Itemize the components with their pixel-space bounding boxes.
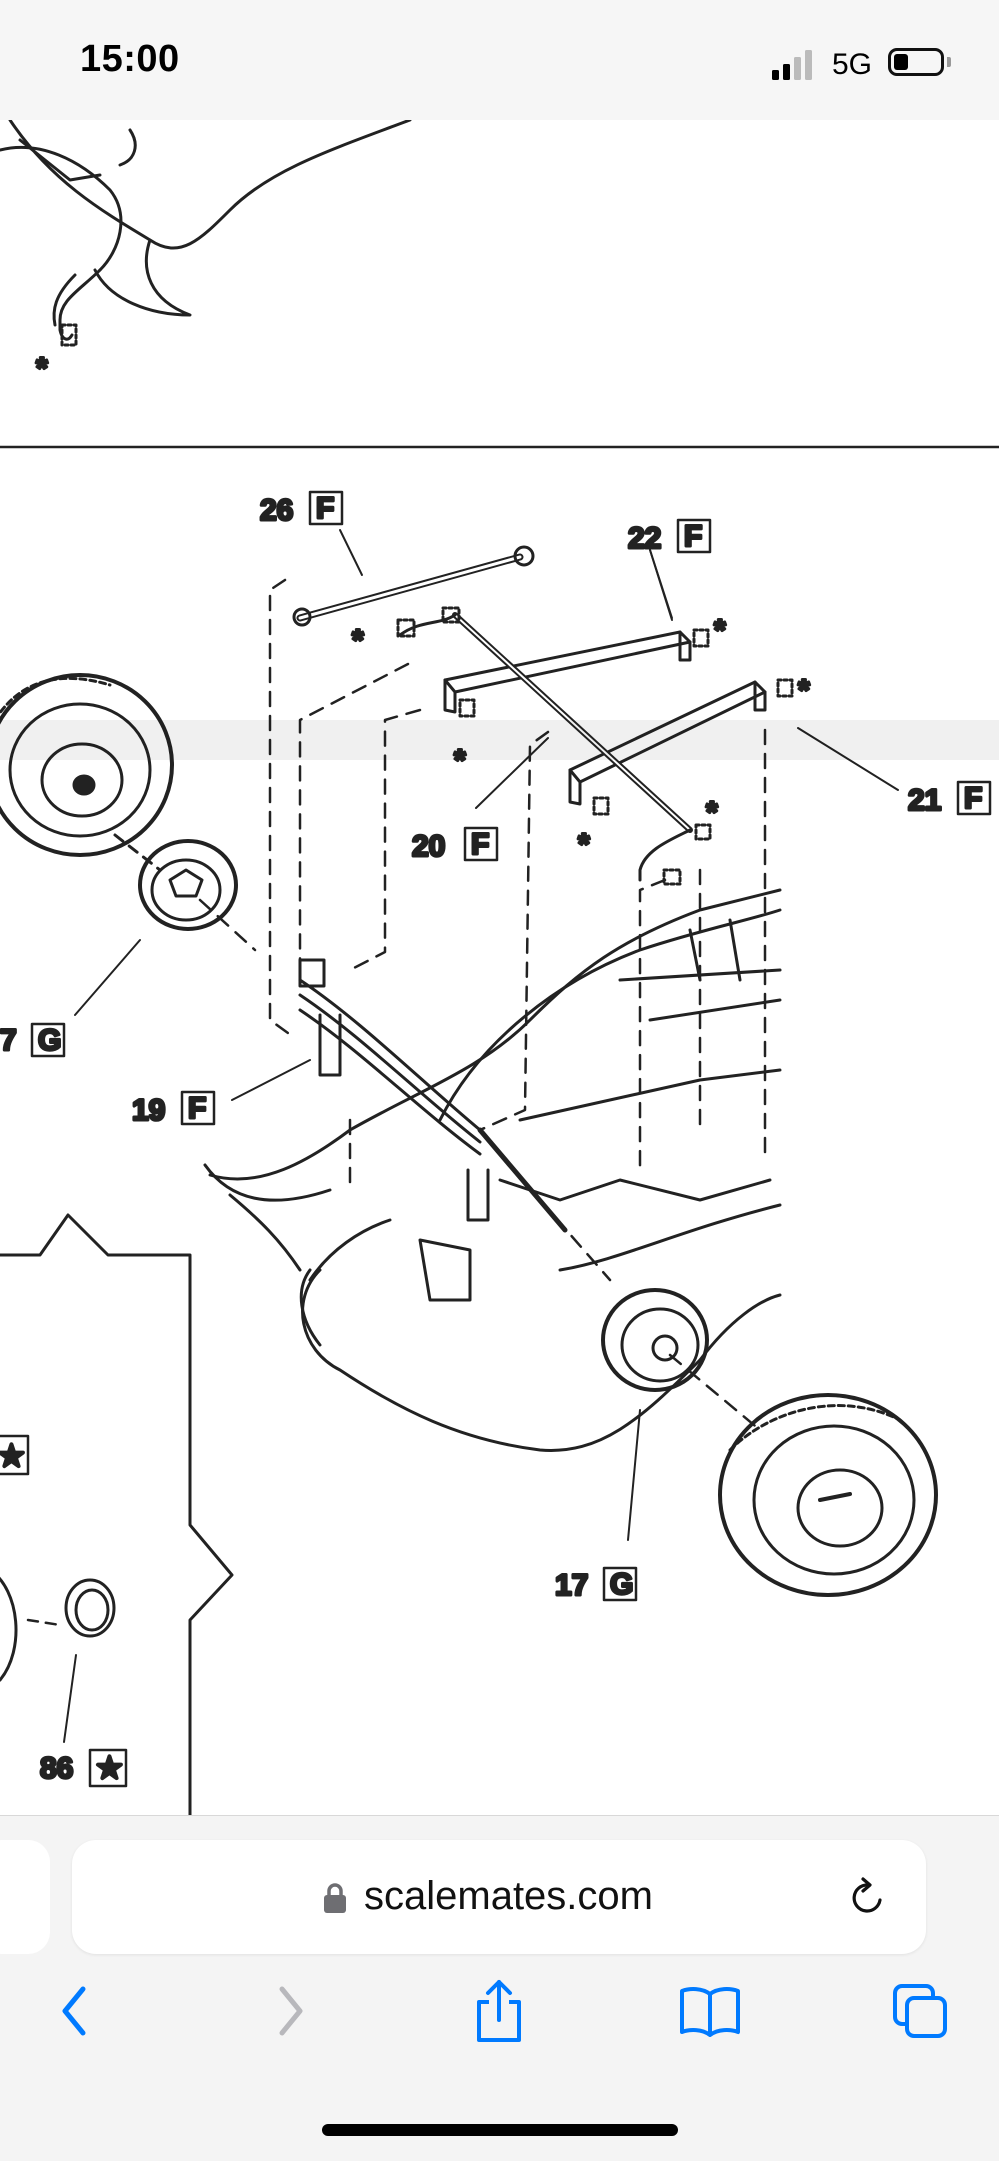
asterisk: * bbox=[352, 624, 364, 657]
star-box-left-letter: ★ bbox=[0, 1440, 25, 1473]
reload-icon[interactable] bbox=[846, 1876, 890, 1920]
tabs-button[interactable] bbox=[886, 1976, 956, 2046]
right-wheel-tire bbox=[718, 1393, 938, 1597]
bookmarks-button[interactable] bbox=[675, 1976, 745, 2046]
book-icon bbox=[680, 1987, 740, 2037]
callout-17-left-number: 7 bbox=[0, 1024, 17, 1057]
inset-panel bbox=[0, 1213, 234, 1815]
previous-step-fragment bbox=[0, 120, 412, 347]
tabs-icon bbox=[893, 1984, 947, 2038]
back-button[interactable] bbox=[40, 1976, 110, 2046]
part-19-leaf-spring bbox=[298, 958, 568, 1233]
status-bar: 15:00 5G bbox=[0, 0, 999, 120]
assembly-diagram: * 7 G 26 F 22 F bbox=[0, 120, 999, 1815]
callout-17-left-letter: G bbox=[38, 1024, 61, 1057]
share-icon bbox=[477, 1980, 521, 2042]
browser-toolbar: scalemates.com bbox=[0, 1815, 999, 2161]
asterisk: * bbox=[706, 796, 718, 829]
callout-20-letter: F bbox=[471, 828, 489, 861]
callout-26-letter: F bbox=[316, 492, 334, 525]
callout-86-letter: ★ bbox=[96, 1752, 123, 1785]
share-button[interactable] bbox=[464, 1976, 534, 2046]
callout-21-number: 21 bbox=[908, 784, 941, 817]
paper-crease bbox=[0, 720, 999, 760]
part-22-crossmember bbox=[443, 628, 710, 718]
callout-19-letter: F bbox=[188, 1092, 206, 1125]
callout-26-number: 26 bbox=[260, 494, 293, 527]
battery-icon bbox=[888, 48, 944, 76]
chevron-left-icon bbox=[62, 1986, 86, 2036]
part-20-steering-link bbox=[396, 606, 712, 886]
signal-bars-icon bbox=[772, 50, 812, 80]
callout-21-letter: F bbox=[964, 782, 982, 815]
part-26-tie-rod bbox=[292, 545, 535, 627]
star-box-left bbox=[0, 1434, 30, 1476]
asterisk: * bbox=[798, 674, 810, 707]
address-bar[interactable]: scalemates.com bbox=[72, 1840, 926, 1954]
assembly-guide-lines bbox=[198, 578, 767, 1432]
right-wheel-hub bbox=[601, 1288, 709, 1392]
home-indicator[interactable] bbox=[322, 2124, 678, 2136]
callout-19-number: 19 bbox=[132, 1094, 165, 1127]
callout-22-letter: F bbox=[684, 520, 702, 553]
asterisk: * bbox=[454, 744, 466, 777]
lock-icon bbox=[324, 1883, 346, 1913]
url-text[interactable]: scalemates.com bbox=[364, 1874, 653, 1918]
callout-22-number: 22 bbox=[628, 522, 661, 555]
callout-17-right-number: 17 bbox=[555, 1569, 588, 1602]
battery-tip bbox=[947, 57, 951, 67]
inset-wheel-fragment bbox=[0, 1577, 18, 1682]
callout-86-number: 86 bbox=[40, 1752, 73, 1785]
web-content[interactable]: * 7 G 26 F 22 F bbox=[0, 120, 999, 1815]
network-type: 5G bbox=[832, 48, 873, 81]
part-21-crossmember bbox=[568, 678, 794, 816]
asterisk: * bbox=[578, 828, 590, 861]
forward-button[interactable] bbox=[255, 1976, 325, 2046]
leader bbox=[113, 833, 162, 872]
left-wheel-tire bbox=[0, 673, 174, 857]
part-86-hubcap bbox=[64, 1578, 116, 1638]
left-wheel-hub bbox=[138, 839, 238, 931]
asterisk: * bbox=[714, 614, 726, 647]
chevron-right-icon bbox=[279, 1986, 303, 2036]
status-time: 15:00 bbox=[80, 38, 180, 80]
previous-tab-preview[interactable] bbox=[0, 1840, 50, 1954]
car-chassis bbox=[203, 888, 782, 1452]
asterisk-top: * bbox=[36, 352, 48, 385]
callout-20-number: 20 bbox=[412, 830, 445, 863]
callout-17-right-letter: G bbox=[610, 1568, 633, 1601]
